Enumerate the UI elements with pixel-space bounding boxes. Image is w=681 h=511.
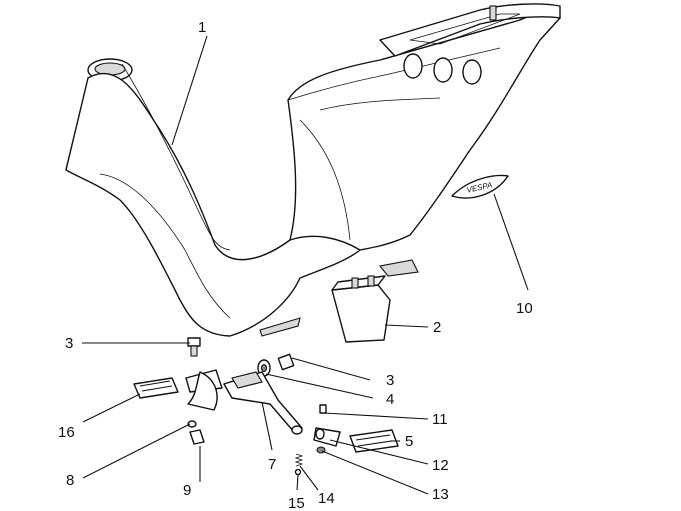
screw-part-11 [319,404,327,414]
clamp-part-12 [313,427,341,447]
spring-part-14 [294,453,304,467]
callout-11: 11 [432,411,448,428]
leader-12 [329,439,429,465]
callout-1: 1 [198,19,206,36]
callout-15: 15 [288,495,305,511]
callout-12: 12 [432,457,449,474]
callout-14: 14 [318,490,335,507]
callout-9: 9 [183,482,191,499]
leader-13 [321,450,429,495]
bolt-part-3a [187,337,201,357]
support-bar-part-7 [185,369,303,435]
leader-10 [493,193,529,291]
callout-10: 10 [516,300,533,317]
footrest-part-5 [349,429,399,453]
leader-15 [296,474,299,491]
callout-8: 8 [66,472,74,489]
callout-2: 2 [433,319,441,336]
callout-3a: 3 [65,335,73,352]
footrest-part-16 [133,377,179,399]
washer-part-8 [187,420,197,428]
callout-5: 5 [405,433,413,450]
callout-13: 13 [432,486,449,503]
callout-numbers: 1 2 3 3 4 5 7 8 9 10 11 12 13 14 15 16 [58,19,533,511]
leader-14 [299,465,319,491]
callout-3b: 3 [386,372,394,389]
nut-part-9 [189,429,205,445]
leader-16 [82,393,141,423]
leader-7 [261,401,273,451]
callout-16: 16 [58,424,75,441]
frame-body-part-1 [65,3,561,337]
callout-4: 4 [386,391,394,408]
leader-lines [82,35,529,495]
leader-11 [323,412,429,420]
leader-3b [291,357,371,381]
leader-4 [265,373,374,399]
leader-8 [82,423,191,479]
bolt-part-3b [277,353,295,371]
leader-2 [384,324,429,328]
bracket-part-2 [331,275,391,343]
leader-1 [171,35,208,146]
callout-7: 7 [268,456,276,473]
ball-part-15 [294,468,302,476]
vespa-badge-part-10: VESPA [451,174,509,199]
